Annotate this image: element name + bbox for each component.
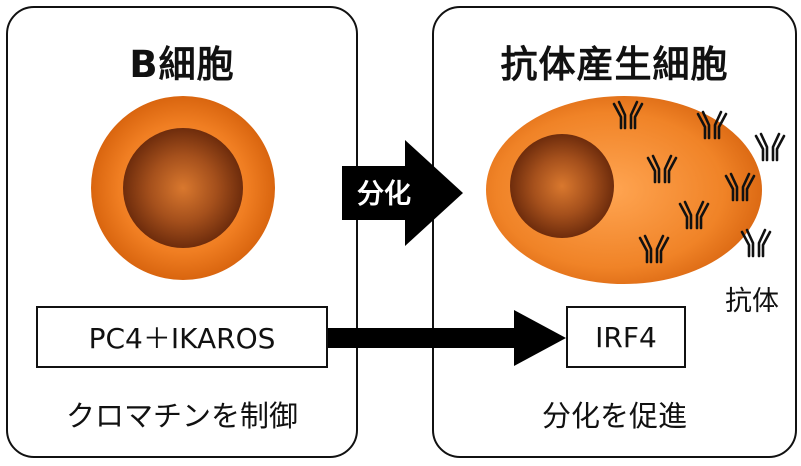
b-cell-nucleus (123, 128, 243, 248)
plasma-cell-nucleus (510, 134, 614, 238)
antibody-icon (754, 132, 786, 162)
antibody-label: 抗体 (725, 286, 779, 317)
antibody-producing-cell-title: 抗体産生細胞 (500, 43, 729, 86)
factor-box: PC4＋IKAROS (36, 306, 328, 368)
b-cell-title: B細胞 (129, 43, 235, 86)
regulation-arrow-shaft (328, 328, 516, 348)
regulation-arrow-head (514, 310, 566, 366)
right-caption: 分化を促進 (541, 399, 687, 433)
differentiation-arrow (342, 140, 463, 246)
antibody-icon (740, 228, 772, 258)
differentiation-arrow-label: 分化 (357, 179, 411, 210)
target-gene-box: IRF4 (566, 306, 686, 368)
left-caption: クロマチンを制御 (65, 399, 298, 433)
